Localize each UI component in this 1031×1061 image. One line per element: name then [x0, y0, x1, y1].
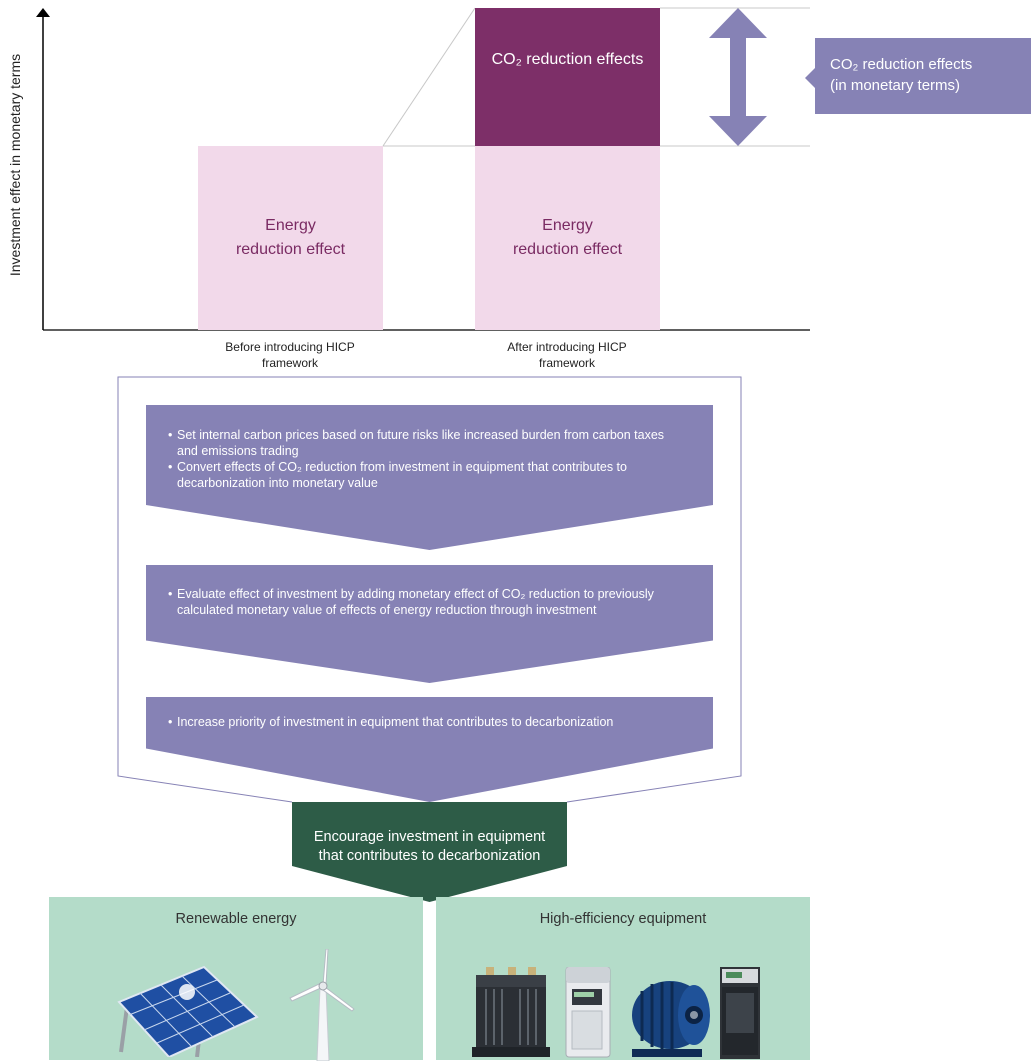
bar-label-line: Energy — [265, 217, 316, 234]
electric-motor-icon — [632, 981, 710, 1057]
step-bullet: Convert effects of CO₂ reduction from in… — [168, 459, 683, 491]
co2-callout: CO₂ reduction effects(in monetary terms) — [815, 38, 1031, 114]
step-bullet: Evaluate effect of investment by adding … — [168, 586, 683, 618]
connector-diagonal-line — [382, 7, 476, 147]
callout-pointer — [805, 68, 815, 88]
solar-panel-icon — [117, 965, 259, 1057]
panel-title: Renewable energy — [175, 911, 297, 927]
y-axis-label: Investment effect in monetary terms — [7, 53, 23, 276]
step-bullet: Set internal carbon prices based on futu… — [168, 427, 683, 459]
double-arrow-icon — [709, 8, 767, 146]
chart-canvas — [36, 7, 810, 331]
bar-label-line: reduction effect — [512, 241, 623, 258]
bar-after-energy: Energy reduction effect — [475, 146, 660, 330]
step-bullet: Increase priority of investment in equip… — [168, 714, 683, 730]
panel-high-efficiency-equipment: High-efficiency equipment — [436, 897, 810, 1060]
compressor-icon — [720, 967, 760, 1059]
inverter-icon — [565, 967, 611, 1058]
transformer-icon — [472, 967, 550, 1057]
wind-turbine-icon — [289, 949, 355, 1061]
bar-before-energy: Energy reduction effect — [198, 146, 383, 330]
y-axis-arrowhead — [36, 8, 50, 17]
bar-label-line: Energy — [542, 217, 593, 234]
funnel-frame — [117, 376, 742, 803]
bar-after-co2: CO₂ reduction effects — [475, 8, 660, 146]
panel-title: High-efficiency equipment — [539, 911, 707, 927]
bar-label-line: reduction effect — [235, 241, 346, 258]
flow-outline — [117, 376, 742, 803]
panel-renewable-energy: Renewable energy — [49, 897, 423, 1061]
bar-label-co2: CO₂ reduction effects — [491, 51, 644, 68]
